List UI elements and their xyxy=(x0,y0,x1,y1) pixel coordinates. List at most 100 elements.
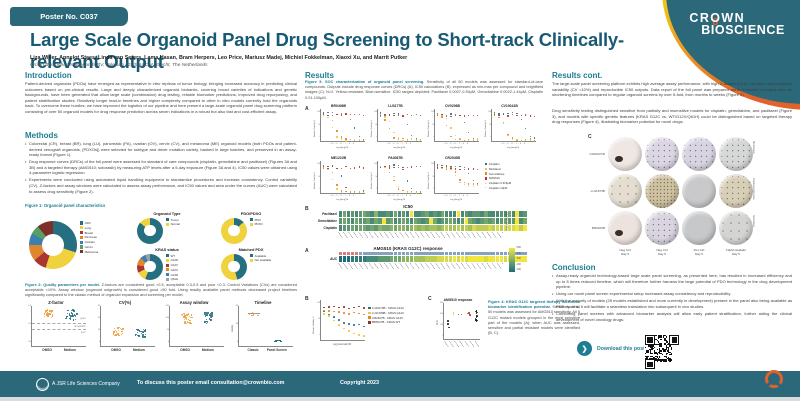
data-point xyxy=(50,310,52,312)
data-point xyxy=(187,321,189,324)
qr-module xyxy=(662,360,665,362)
legend-item: PDO xyxy=(250,218,263,222)
data-point xyxy=(211,312,214,314)
download-arrow-button[interactable]: ❯ xyxy=(577,341,592,356)
figure4-panelC-label: C xyxy=(428,296,432,302)
qr-module xyxy=(665,337,667,339)
qr-module xyxy=(665,350,667,352)
x-axis-label: Log [drug] M xyxy=(392,146,406,149)
heatmap-cells xyxy=(339,210,527,217)
qr-module xyxy=(666,345,669,347)
qr-module xyxy=(651,354,653,356)
intro-heading: Introduction xyxy=(25,71,72,80)
data-point xyxy=(353,311,355,314)
qr-module xyxy=(645,355,647,357)
organoid-brightfield-image xyxy=(682,211,716,245)
qr-module xyxy=(656,343,658,346)
data-point xyxy=(143,331,145,333)
qr-module xyxy=(666,358,669,360)
x-group-label: DMSO xyxy=(42,348,52,352)
data-point xyxy=(415,114,417,116)
qr-module xyxy=(664,346,666,348)
data-point xyxy=(345,190,347,193)
model-marker xyxy=(440,252,445,255)
results-cont-p2: Drug sensitivity testing distinguished s… xyxy=(552,108,792,125)
plot-title: CV(%) xyxy=(118,300,132,305)
heatmap-cell xyxy=(464,217,468,224)
qr-module xyxy=(666,335,669,337)
data-point xyxy=(120,328,122,331)
heatmap-cell xyxy=(444,255,449,263)
qr-module xyxy=(662,346,665,348)
qr-module xyxy=(660,346,662,348)
qr-module xyxy=(665,355,667,357)
threshold-note: acceptable xyxy=(74,325,86,328)
donut-title: PDO/PDXO xyxy=(240,211,262,216)
qr-module xyxy=(652,350,654,352)
data-point xyxy=(333,319,335,322)
heatmap-cell xyxy=(342,217,347,224)
data-point xyxy=(525,139,527,141)
data-point xyxy=(323,112,325,114)
model-marker xyxy=(374,252,378,255)
data-point xyxy=(411,188,413,190)
qr-module xyxy=(661,346,663,348)
y-tick-label: 0 xyxy=(319,136,321,138)
data-point xyxy=(437,113,439,115)
y-axis-label: Relative Viability % xyxy=(484,120,487,137)
data-point xyxy=(463,182,465,184)
data-point xyxy=(208,314,210,316)
qr-module xyxy=(655,341,657,343)
model-marker xyxy=(346,252,351,255)
qr-module xyxy=(665,351,667,353)
qr-module xyxy=(664,359,666,361)
qr-module xyxy=(652,354,654,356)
data-point xyxy=(48,313,50,315)
data-point xyxy=(349,113,351,116)
qr-module xyxy=(645,347,647,350)
data-point xyxy=(397,165,400,167)
legend-item: Paclitaxel xyxy=(485,167,541,171)
heatmap-cell xyxy=(389,255,394,263)
heatmap-cell xyxy=(429,224,433,232)
data-point xyxy=(71,313,74,316)
qr-module xyxy=(655,346,657,348)
qr-module xyxy=(668,350,670,352)
data-point xyxy=(380,114,382,117)
download-label[interactable]: Download this poster: xyxy=(597,346,652,352)
qr-module xyxy=(647,355,649,357)
qr-module xyxy=(657,358,660,360)
heatmap-cell xyxy=(374,255,378,263)
qr-module xyxy=(669,346,671,348)
data-point xyxy=(477,168,479,171)
heatmap-cell xyxy=(354,255,359,263)
data-point xyxy=(358,113,360,115)
legend-item: LU11073B - KRAS G12C xyxy=(368,306,426,310)
heatmap-cell xyxy=(480,224,484,232)
legend-item: G12V xyxy=(166,263,178,267)
data-point xyxy=(411,166,413,168)
qr-module xyxy=(646,349,648,351)
heatmap-cell xyxy=(523,224,527,232)
data-point xyxy=(388,167,391,169)
heatmap-cell xyxy=(358,210,363,217)
qr-module xyxy=(670,359,672,361)
legend-item: Available xyxy=(250,254,271,258)
data-point xyxy=(117,329,120,332)
heatmap-cell xyxy=(519,224,523,232)
heatmap-cell xyxy=(358,224,363,232)
data-point xyxy=(476,315,478,317)
legend-label: Not available xyxy=(254,258,272,263)
qr-module xyxy=(666,346,669,348)
heatmap-row: AUC xyxy=(313,255,527,263)
qr-module xyxy=(665,341,667,343)
heatmap-cell xyxy=(378,224,382,232)
data-point xyxy=(445,165,448,167)
data-point xyxy=(323,166,325,168)
heatmap-row-label: AUC xyxy=(330,256,337,261)
heatmap-cell xyxy=(393,224,398,232)
qr-module xyxy=(651,347,653,350)
